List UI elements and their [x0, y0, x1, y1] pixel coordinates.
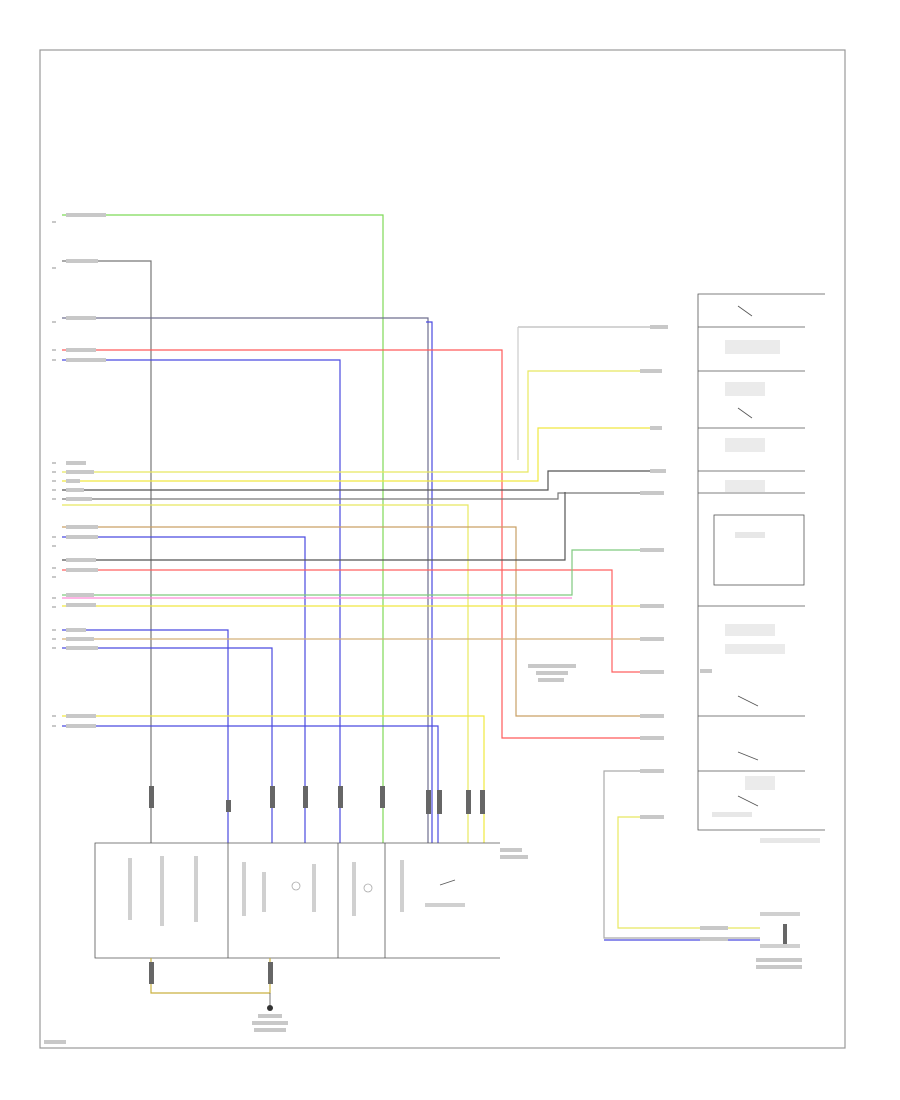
wire-blue-2 [62, 536, 306, 843]
wire-green-brown [62, 549, 660, 596]
wire-yellow-5 [62, 715, 485, 843]
wire-yellow-2 [62, 427, 660, 482]
wire-violet-black [62, 317, 429, 843]
wire-gray-bottom [603, 770, 760, 939]
wire-red-black [62, 349, 660, 739]
left-connector-pins [52, 221, 56, 727]
wire-tan [62, 526, 660, 717]
wire-blue-3 [62, 629, 229, 843]
bottom-control-module [94, 786, 528, 959]
wire-blue-1 [426, 321, 433, 843]
lower-right-sensor [700, 912, 802, 969]
wire-yellow-bottom [617, 816, 760, 929]
right-switch-module [697, 293, 825, 843]
right-wire-labels [528, 325, 712, 819]
wire-gray-4 [62, 492, 566, 561]
diagram-frame [39, 49, 846, 1049]
wire-blue-5 [62, 725, 439, 843]
wire-green-violet [62, 214, 384, 843]
wire-blue-white [62, 359, 341, 843]
wire-blue-4 [62, 647, 273, 843]
ground-point [149, 958, 288, 1032]
left-wire-labels [66, 213, 106, 728]
wire-gray-3 [62, 492, 660, 500]
page-id-mark [44, 1040, 66, 1044]
wire-gray-2 [62, 470, 660, 491]
wire-yellow-3 [62, 504, 469, 843]
wire-red-2 [62, 569, 660, 673]
wire-yellow-1 [62, 370, 660, 473]
